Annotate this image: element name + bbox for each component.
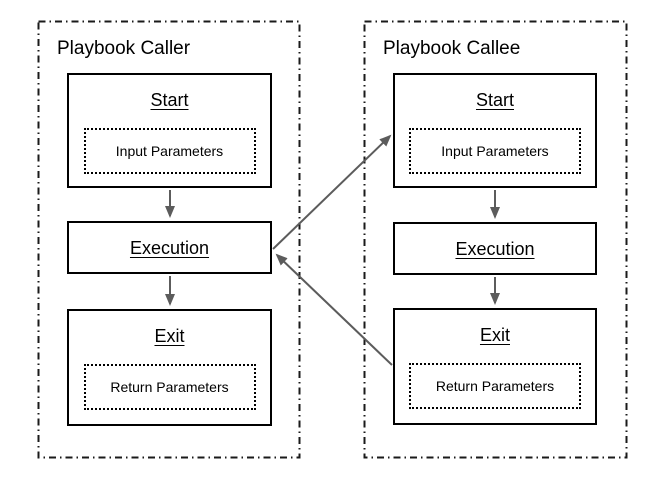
node-title: Start — [475, 90, 514, 110]
arrow-caller-execution-to-callee-start — [272, 134, 392, 250]
lane-callee-title: Playbook Callee — [383, 38, 521, 59]
node-callee-execution: Execution — [393, 222, 597, 275]
return-parameters-box: Return Parameters — [409, 363, 581, 409]
node-caller-execution: Execution — [67, 221, 272, 274]
lane-caller-title: Playbook Caller — [57, 38, 191, 59]
node-caller-start: Start Input Parameters — [67, 73, 272, 188]
node-title: Start — [150, 90, 189, 110]
node-caller-exit: Exit Return Parameters — [67, 309, 272, 426]
arrow-callee-exit-to-caller-execution — [275, 253, 393, 366]
node-title: Execution — [455, 238, 535, 259]
node-callee-exit: Exit Return Parameters — [393, 308, 597, 425]
node-title: Execution — [129, 237, 210, 258]
node-callee-start: Start Input Parameters — [393, 73, 597, 188]
node-title: Exit — [479, 325, 510, 345]
node-title: Exit — [154, 326, 185, 346]
return-parameters-box: Return Parameters — [83, 364, 256, 410]
input-parameters-box: Input Parameters — [409, 128, 581, 174]
input-parameters-box: Input Parameters — [83, 128, 256, 174]
